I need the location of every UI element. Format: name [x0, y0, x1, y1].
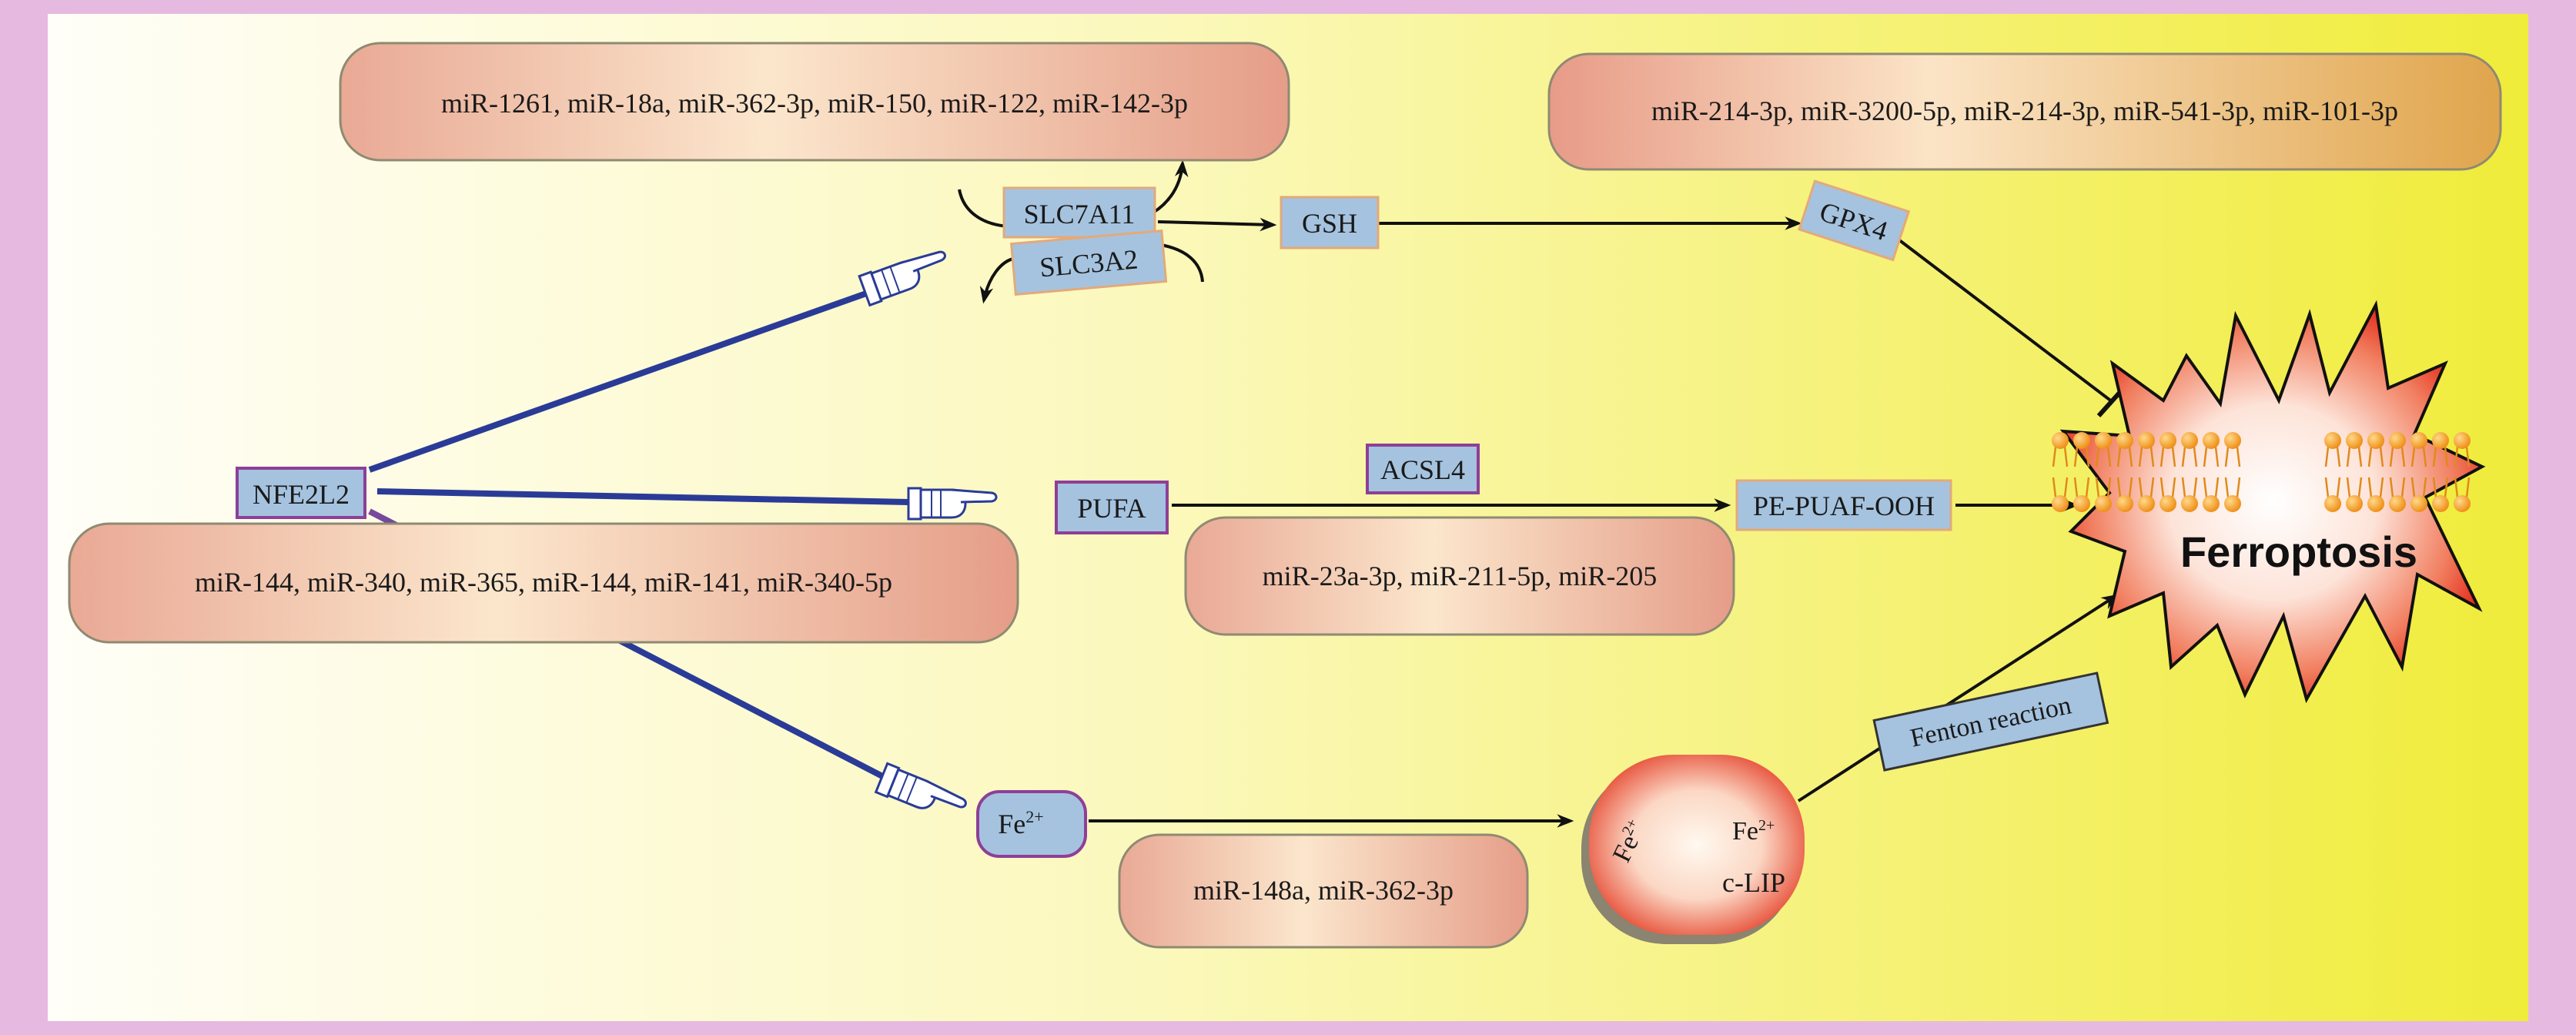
- lipid-head: [2432, 432, 2449, 449]
- lipid-head: [2052, 432, 2069, 449]
- ferroptosis-burst: Ferroptosis: [2052, 300, 2486, 704]
- svg-text:ACSL4: ACSL4: [1380, 454, 1465, 485]
- lipid-head: [2181, 432, 2198, 449]
- lipid-head: [2367, 495, 2384, 512]
- lipid-head: [2052, 495, 2069, 512]
- lipid-head: [2454, 495, 2471, 512]
- lipid-head: [2324, 432, 2341, 449]
- clip-to-ferroptosis-arrow: [1797, 594, 2119, 802]
- labile-iron-pool: Fe2+ Fe2+ c-LIP: [1581, 755, 1805, 944]
- clip-fe-b: Fe: [1732, 817, 1758, 846]
- mirna-pill-nfe2l2: miR-144, miR-340, miR-365, miR-144, miR-…: [68, 522, 1019, 644]
- svg-text:PE-PUAF-OOH: PE-PUAF-OOH: [1753, 491, 1935, 521]
- clip-fe-b-sup: 2+: [1758, 817, 1775, 834]
- mirna-acsl4-text: miR-23a-3p, miR-211-5p, miR-205: [1263, 561, 1658, 591]
- lipid-head: [2389, 495, 2406, 512]
- node-slc3a2: SLC3A2: [1009, 229, 1168, 296]
- nfe2l2-to-pufa-line: [376, 488, 909, 505]
- lipid-head: [2159, 432, 2176, 449]
- ferroptosis-label: Ferroptosis: [2180, 528, 2417, 576]
- lipid-head: [2095, 432, 2112, 449]
- lipid-head: [2224, 432, 2241, 449]
- transport-arrow-up: [1152, 159, 1189, 214]
- svg-text:GSH: GSH: [1302, 208, 1357, 239]
- pointing-hand-icon: [907, 487, 998, 521]
- node-pe-pufa-ooh: PE-PUAF-OOH: [1735, 479, 1952, 531]
- svg-text:Fe2+: Fe2+: [1732, 817, 1775, 846]
- transport-curve-left: [958, 189, 1009, 228]
- node-acsl4: ACSL4: [1366, 444, 1480, 494]
- svg-text:NFE2L2: NFE2L2: [253, 479, 350, 510]
- nfe2l2-to-slc-line: [368, 290, 870, 473]
- pointing-hand-icon: [874, 762, 967, 809]
- node-gpx4: GPX4: [1798, 179, 1911, 262]
- lipid-head: [2073, 432, 2090, 449]
- lipid-head: [2159, 495, 2176, 512]
- lipid-head: [2138, 432, 2155, 449]
- slc-to-gsh-arrow: [1157, 217, 1277, 232]
- mirna-slc7a11-text: miR-1261, miR-18a, miR-362-3p, miR-150, …: [441, 88, 1188, 119]
- mirna-pill-slc7a11: miR-1261, miR-18a, miR-362-3p, miR-150, …: [339, 42, 1290, 162]
- lipid-head: [2367, 432, 2384, 449]
- clip-label: c-LIP: [1722, 867, 1785, 898]
- lipid-bilayer-bottom: [2052, 477, 2471, 512]
- mirna-gpx4-text: miR-214-3p, miR-3200-5p, miR-214-3p, miR…: [1651, 95, 2398, 126]
- svg-text:SLC7A11: SLC7A11: [1024, 199, 1136, 229]
- burst-shape: [2059, 300, 2486, 704]
- node-nfe2l2: NFE2L2: [236, 467, 366, 519]
- lipid-head: [2432, 495, 2449, 512]
- lipid-head: [2224, 495, 2241, 512]
- lipid-head: [2389, 432, 2406, 449]
- lipid-bilayer-top: [2052, 432, 2471, 467]
- lipid-head: [2095, 495, 2112, 512]
- pointing-hand-icon: [858, 250, 946, 307]
- lipid-head: [2410, 495, 2427, 512]
- gpx4-inhibition-line: [1894, 236, 2114, 404]
- node-gsh: GSH: [1280, 196, 1380, 250]
- lipid-head: [2203, 495, 2220, 512]
- lipid-head: [2116, 495, 2133, 512]
- lipid-head: [2346, 495, 2363, 512]
- mirna-pill-acsl4: miR-23a-3p, miR-211-5p, miR-205: [1184, 516, 1735, 636]
- lipid-head: [2073, 495, 2090, 512]
- lipid-head: [2138, 495, 2155, 512]
- node-fe2-plus: Fe2+: [976, 790, 1087, 858]
- svg-text:Fe2+: Fe2+: [998, 807, 1043, 839]
- mirna-nfe2l2-text: miR-144, miR-340, miR-365, miR-144, miR-…: [195, 567, 892, 598]
- lipid-head: [2324, 495, 2341, 512]
- node-pufa: PUFA: [1055, 481, 1169, 534]
- mirna-iron-text: miR-148a, miR-362-3p: [1193, 875, 1454, 906]
- fe-base: Fe: [998, 809, 1025, 839]
- node-slc7a11: SLC7A11: [1002, 186, 1156, 239]
- svg-text:PUFA: PUFA: [1077, 493, 1146, 524]
- transport-curve-right: [1160, 243, 1204, 283]
- lipid-head: [2454, 432, 2471, 449]
- transport-arrow-down: [979, 257, 1014, 304]
- lipid-head: [2346, 432, 2363, 449]
- fe-superscript: 2+: [1025, 807, 1043, 826]
- mirna-pill-iron: miR-148a, miR-362-3p: [1118, 833, 1529, 949]
- lipid-head: [2116, 432, 2133, 449]
- mirna-pill-gpx4: miR-214-3p, miR-3200-5p, miR-214-3p, miR…: [1547, 52, 2502, 171]
- lipid-head: [2410, 432, 2427, 449]
- lipid-head: [2181, 495, 2198, 512]
- lipid-head: [2203, 432, 2220, 449]
